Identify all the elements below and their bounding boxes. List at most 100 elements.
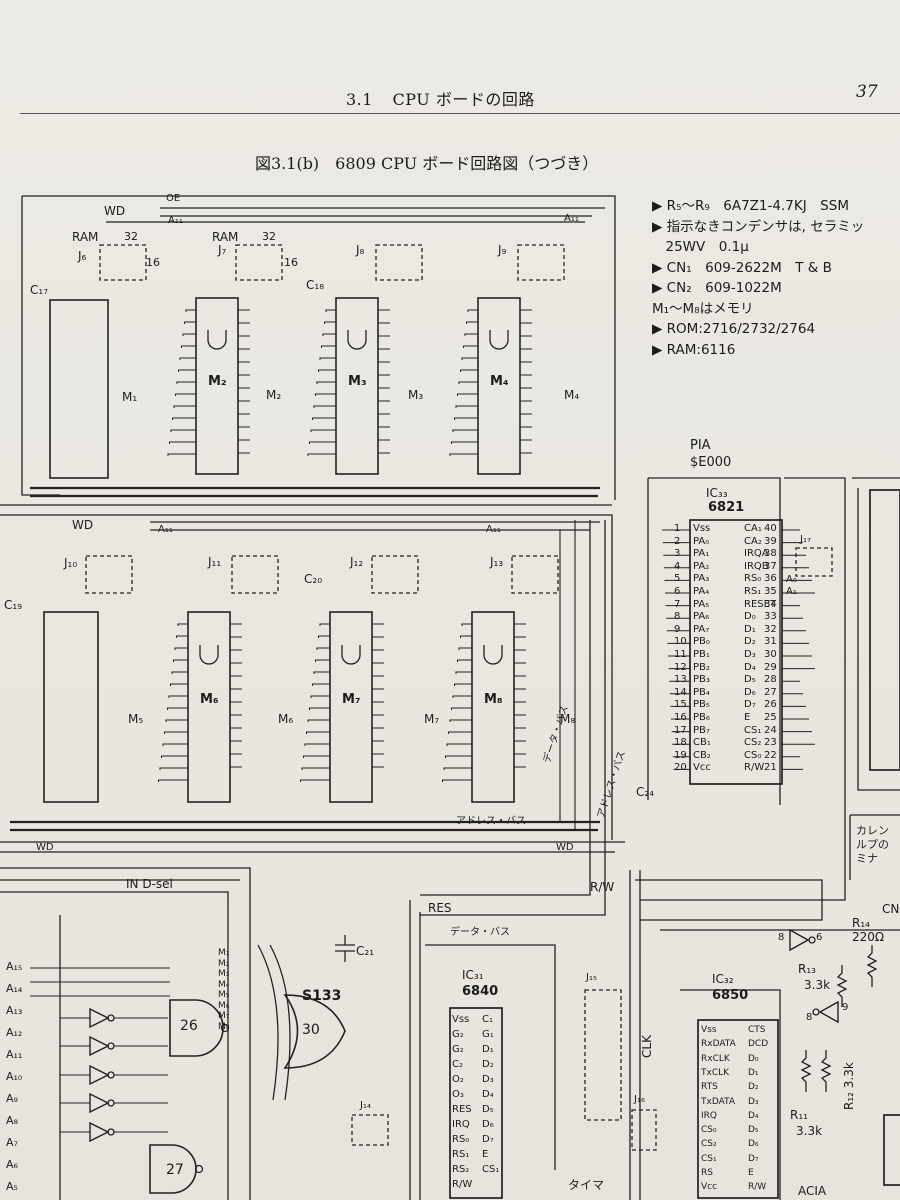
memory-select-label: M₅ <box>128 712 144 726</box>
chip-label: M₇ <box>342 692 361 707</box>
pin-number: 38 <box>764 548 777 560</box>
address-input-label: A₁₀ <box>6 1070 23 1083</box>
pin-leads <box>158 309 532 782</box>
pin-label: CB₂ <box>693 749 711 761</box>
note-line: ▶ CN₁ 609-2622M T & B <box>652 259 832 276</box>
pin-label: CA₁ <box>744 523 762 534</box>
resistor-value: 220Ω <box>852 930 885 944</box>
pin-label: RxCLK <box>701 1053 730 1064</box>
pin-number: 36 <box>764 573 777 585</box>
pia-a1-label: A₁ <box>786 586 797 597</box>
pin-label: IRQB <box>744 560 769 572</box>
pin-label: C₁ <box>482 1014 493 1025</box>
pin-label: D₂ <box>748 1082 759 1093</box>
side-note: カレン <box>856 824 889 837</box>
a11-label-bottom: A₁₁ <box>158 524 173 535</box>
note-line: ▶ ROM:2716/2732/2764 <box>652 321 816 337</box>
pin-label: D₃ <box>744 649 756 660</box>
pin-label: G₂ <box>452 1044 464 1055</box>
pin-label: IRQ <box>452 1119 470 1130</box>
memory-top-block <box>0 195 616 506</box>
pin-label: D₆ <box>744 686 756 698</box>
pin-label: CS₁ <box>701 1153 717 1164</box>
address-input-label: A₉ <box>6 1092 18 1105</box>
address-input-label: A₁₅ <box>6 960 23 973</box>
pin-label: PB₇ <box>693 724 710 736</box>
rw-label: R/W <box>590 880 615 894</box>
pin-32-label: 32 <box>262 230 276 243</box>
ram-label: RAM <box>212 230 239 244</box>
side-note: ミナ <box>856 852 878 865</box>
address-input-label: A₅ <box>6 1180 18 1193</box>
pin-number: 4 <box>674 560 681 572</box>
pin-label: PA₁ <box>693 548 710 560</box>
pin-label: D₃ <box>748 1096 759 1107</box>
pin-label: PA₂ <box>693 560 710 572</box>
wd-label: WD <box>556 842 574 853</box>
pin-label: CS₂ <box>744 737 762 749</box>
pin-label: PA₄ <box>693 586 710 597</box>
a11-label-bottom-right: A₁₁ <box>486 524 501 535</box>
pin-number: 39 <box>764 535 777 547</box>
pin-number: 25 <box>764 712 777 723</box>
in-dsel-label: IN D-sel <box>126 877 173 891</box>
pin-number: 34 <box>764 598 777 610</box>
memory-select-label: M₂ <box>266 388 282 402</box>
pin-label: PB₃ <box>693 674 710 686</box>
capacitor-label: C₁₇ <box>30 283 48 297</box>
pin-number: 5 <box>674 573 681 585</box>
pia-leads <box>662 529 815 770</box>
pin-number: 7 <box>674 598 681 610</box>
pin-32-label: 32 <box>124 230 138 243</box>
pin-label: PB₅ <box>693 699 710 711</box>
memory-select-input: M₂ <box>218 958 230 969</box>
pin-label: Vcc <box>701 1182 718 1193</box>
jumper-label: J₈ <box>356 243 365 257</box>
memory-select-input: M₄ <box>218 979 230 990</box>
memory-select-label: M₆ <box>278 712 294 726</box>
pin-label: D₇ <box>744 699 756 711</box>
pin-number: 18 <box>674 737 687 749</box>
address-input-label: A₁₁ <box>6 1048 23 1061</box>
pin-label: D₀ <box>748 1053 759 1064</box>
pin-label: E <box>482 1149 489 1160</box>
note-line: ▶ 指示なきコンデンサは, セラミッ <box>652 218 865 235</box>
gate-pin: 6 <box>816 932 823 943</box>
chip-label: M₈ <box>484 692 503 707</box>
memory-select-label: M₃ <box>408 388 424 402</box>
pin-number: 24 <box>764 724 777 736</box>
pin-16-label: 16 <box>284 256 298 269</box>
pin-number: 8 <box>674 611 681 623</box>
wd-label: WD <box>36 842 54 853</box>
capacitor-label: C₂₄ <box>636 785 654 799</box>
pin-16-label: 16 <box>146 256 160 269</box>
pin-label: O₃ <box>452 1089 464 1100</box>
wd-label-bottom: WD <box>72 518 94 532</box>
capacitor-label: C₂₀ <box>304 572 322 586</box>
pin-label: CA₂ <box>744 535 762 547</box>
figure-caption: 図3.1(b) 6809 CPU ボード回路図（つづき） <box>255 154 599 173</box>
jumper-label: J₇ <box>218 243 227 257</box>
jumper-label: J₆ <box>78 249 87 263</box>
pin-number: 32 <box>764 623 777 635</box>
pin-label: TxDATA <box>701 1096 736 1107</box>
pin-label: RTS <box>701 1082 718 1093</box>
pin-number: 35 <box>764 586 777 597</box>
s133-label: S133 <box>302 988 342 1004</box>
memory-select-label: M₄ <box>564 388 580 402</box>
pin-number: 11 <box>674 649 687 660</box>
note-line: ▶ RAM:6116 <box>652 341 736 358</box>
pin-number: 22 <box>764 749 777 761</box>
memory-select-input: M₆ <box>218 1000 230 1011</box>
pin-label: R/W <box>452 1179 473 1190</box>
pin-label: D₁ <box>744 623 756 635</box>
pin-label: IRQA <box>744 548 769 560</box>
pin-label: C₂ <box>452 1059 463 1070</box>
ptm-block <box>351 900 657 1200</box>
pin-label: O₂ <box>452 1074 464 1085</box>
data-bus-label: データ・バス <box>450 927 510 938</box>
pin-label: E <box>744 712 751 723</box>
note-line: ▶ CN₂ 609-1022M <box>652 280 782 296</box>
ram-label: RAM <box>72 230 99 244</box>
memory-select-input: M₃ <box>218 969 230 979</box>
